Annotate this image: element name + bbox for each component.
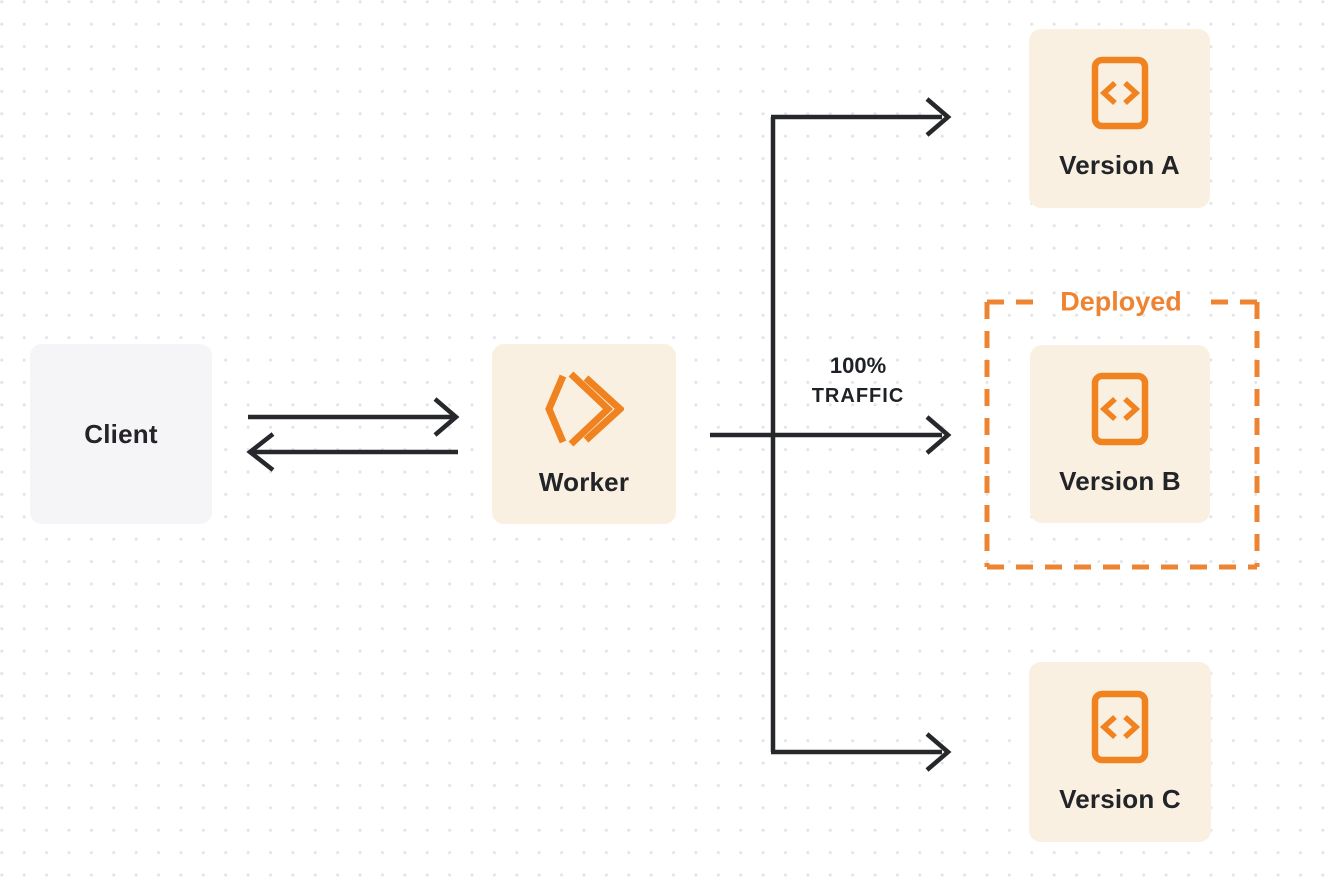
- node-client: Client: [30, 344, 212, 524]
- node-version-b: Version B: [1030, 345, 1210, 523]
- arrow-worker-to-version-a: [771, 97, 952, 137]
- traffic-word: TRAFFIC: [811, 385, 905, 407]
- code-file-icon: [1091, 372, 1149, 451]
- arrow-worker-to-version-b: [710, 415, 952, 455]
- version-c-label: Version C: [1059, 783, 1181, 814]
- traffic-percentage: 100%: [829, 353, 887, 378]
- arrow-client-to-worker: [248, 397, 460, 437]
- deployed-badge-label: Deployed: [1060, 286, 1182, 317]
- arrow-worker-to-version-c: [771, 732, 952, 772]
- worker-label: Worker: [538, 466, 630, 497]
- code-file-icon: [1091, 690, 1149, 769]
- code-file-icon: [1091, 56, 1149, 135]
- node-version-c: Version C: [1029, 662, 1211, 842]
- version-a-label: Version A: [1059, 150, 1180, 180]
- traffic-annotation: 100% TRAFFIC: [788, 350, 928, 412]
- version-b-label: Version B: [1059, 465, 1181, 496]
- node-version-a: Version A: [1029, 29, 1210, 208]
- workers-logo-icon: [544, 370, 626, 452]
- node-worker: Worker: [492, 344, 676, 524]
- arrow-worker-to-client: [246, 432, 458, 472]
- client-label: Client: [84, 418, 158, 449]
